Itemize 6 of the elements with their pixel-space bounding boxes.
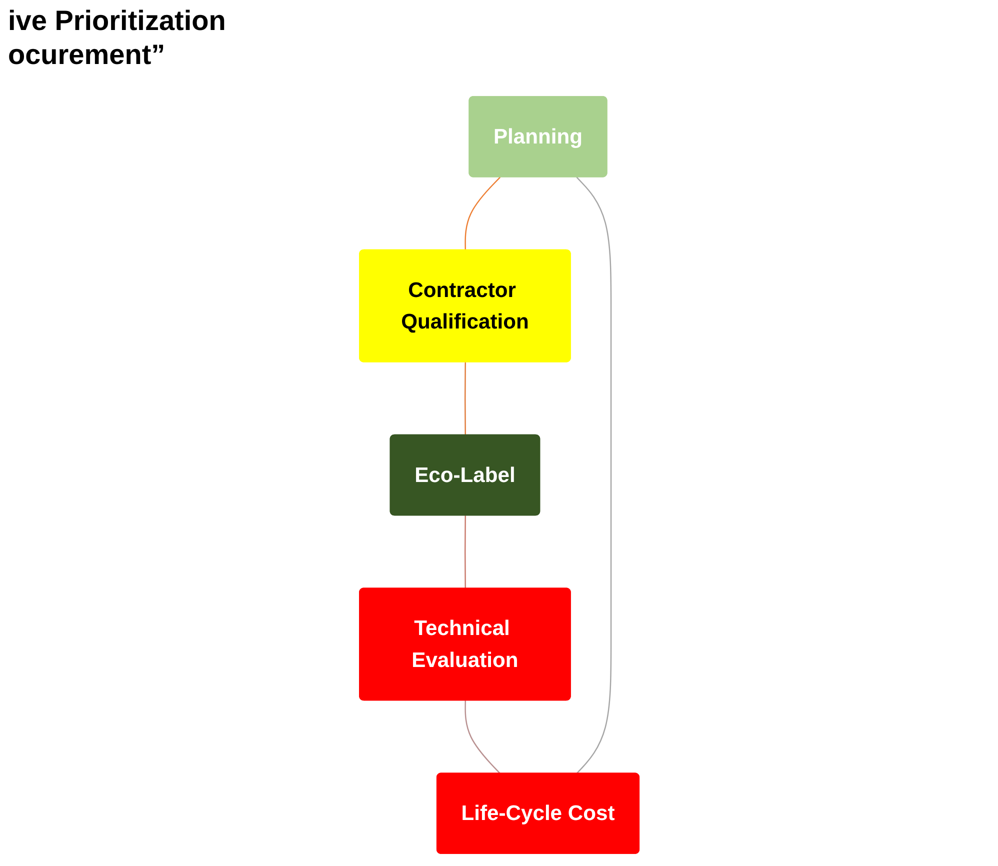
connector (464, 176, 500, 250)
connector (464, 516, 466, 589)
connector (576, 176, 612, 774)
diagram-title: ive Prioritization ocurement” (8, 4, 227, 72)
connector (464, 700, 500, 774)
connector (464, 362, 466, 436)
